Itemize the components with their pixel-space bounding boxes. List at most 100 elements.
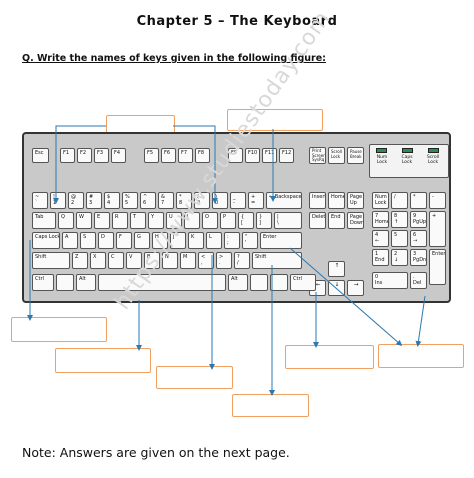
key-page-down: Page Down bbox=[347, 212, 364, 229]
scroll-lock-led bbox=[428, 148, 439, 153]
key-numpad-6: 9 PgUp bbox=[410, 211, 427, 228]
question-text: Q. Write the names of keys given in the … bbox=[22, 53, 326, 64]
key-row3-1: A bbox=[62, 232, 78, 249]
key-f9: F9 bbox=[228, 148, 243, 163]
key-print-screen: Print Screen SysRq bbox=[309, 147, 326, 164]
key-row1-6: ^ 6 bbox=[140, 192, 156, 209]
key-numpad-15: 0 Ins bbox=[372, 272, 408, 289]
key-row2-9: O bbox=[202, 212, 218, 229]
key-numpad-13: 3 PgDn bbox=[410, 249, 427, 266]
key-numpad-9: 5 bbox=[391, 230, 408, 247]
key-end: End bbox=[328, 212, 345, 229]
key-row3-12: Enter bbox=[260, 232, 302, 249]
key-right-arrow: → bbox=[347, 280, 364, 296]
key-row4-6: N bbox=[162, 252, 178, 269]
key-row1-12: + = bbox=[248, 192, 264, 209]
key-row1-7: & 7 bbox=[158, 192, 174, 209]
num-lock-indicator: Num Lock bbox=[376, 155, 388, 165]
key-row5-0: Ctrl bbox=[32, 274, 54, 291]
key-f4: F4 bbox=[111, 148, 126, 163]
answer-box-4[interactable] bbox=[55, 348, 151, 373]
key-f12: F12 bbox=[279, 148, 294, 163]
note-text: Note: Answers are given on the next page… bbox=[22, 445, 290, 460]
key-row4-3: C bbox=[108, 252, 124, 269]
key-row2-4: R bbox=[112, 212, 128, 229]
key-row5-6 bbox=[270, 274, 288, 291]
key-numpad-0: Num Lock bbox=[372, 192, 389, 209]
key-row3-4: F bbox=[116, 232, 132, 249]
key-row2-8: I bbox=[184, 212, 200, 229]
key-row3-5: G bbox=[134, 232, 150, 249]
key-row3-0: Caps Lock bbox=[32, 232, 60, 249]
scroll-lock-indicator: Scroll Lock bbox=[426, 155, 440, 165]
key-row5-2: Alt bbox=[76, 274, 96, 291]
key-numpad-16: . Del bbox=[410, 272, 427, 289]
key-row2-13: | \ bbox=[274, 212, 302, 229]
key-row3-9: L bbox=[206, 232, 222, 249]
answer-box-7[interactable] bbox=[285, 345, 374, 369]
key-row4-0: Shift bbox=[32, 252, 70, 269]
caps-lock-led bbox=[402, 148, 413, 153]
answer-box-5[interactable] bbox=[156, 366, 233, 389]
indicator-panel: Num Lock Caps Lock Scroll Lock bbox=[369, 144, 449, 178]
key-row5-7: Ctrl bbox=[290, 274, 316, 291]
key-row5-4: Alt bbox=[228, 274, 248, 291]
answer-box-2[interactable] bbox=[227, 109, 323, 131]
key-pause: Pause Break bbox=[347, 147, 364, 164]
key-numpad-7: + bbox=[429, 211, 446, 247]
key-row1-4: $ 4 bbox=[104, 192, 120, 209]
key-f1: F1 bbox=[60, 148, 75, 163]
num-lock-led bbox=[376, 148, 387, 153]
key-row2-5: T bbox=[130, 212, 146, 229]
key-row4-11: Shift bbox=[252, 252, 302, 269]
key-row2-10: P bbox=[220, 212, 236, 229]
key-row4-7: M bbox=[180, 252, 196, 269]
key-row3-3: D bbox=[98, 232, 114, 249]
key-row4-1: Z bbox=[72, 252, 88, 269]
key-row5-5 bbox=[250, 274, 268, 291]
key-numpad-5: 8 ↑ bbox=[391, 211, 408, 228]
key-row3-7: J bbox=[170, 232, 186, 249]
key-row4-10: ? / bbox=[234, 252, 250, 269]
key-row4-4: V bbox=[126, 252, 142, 269]
key-page-up: Page Up bbox=[347, 192, 364, 209]
page-title: Chapter 5 – The Keyboard bbox=[136, 14, 338, 29]
key-numpad-1: / bbox=[391, 192, 408, 209]
key-numpad-2: * bbox=[410, 192, 427, 209]
key-f5: F5 bbox=[144, 148, 159, 163]
key-row3-2: S bbox=[80, 232, 96, 249]
key-row3-8: K bbox=[188, 232, 204, 249]
key-row2-12: } ] bbox=[256, 212, 272, 229]
key-home: Home bbox=[328, 192, 345, 209]
key-numpad-11: 1 End bbox=[372, 249, 389, 266]
key-row4-5: B bbox=[144, 252, 160, 269]
key-row2-7: U bbox=[166, 212, 182, 229]
key-row3-10: : ; bbox=[224, 232, 240, 249]
key-row5-1 bbox=[56, 274, 74, 291]
key-row1-5: % 5 bbox=[122, 192, 138, 209]
key-spacebar bbox=[98, 274, 226, 291]
key-row3-11: " ' bbox=[242, 232, 258, 249]
key-numpad-4: 7 Home bbox=[372, 211, 389, 228]
key-row4-8: < , bbox=[198, 252, 214, 269]
key-row2-3: E bbox=[94, 212, 110, 229]
key-f10: F10 bbox=[245, 148, 260, 163]
key-row1-11: _ - bbox=[230, 192, 246, 209]
key-row1-0: ~ ` bbox=[32, 192, 48, 209]
answer-box-8[interactable] bbox=[378, 344, 464, 368]
key-row2-11: { [ bbox=[238, 212, 254, 229]
key-f11: F11 bbox=[262, 148, 277, 163]
key-numpad-10: 6 → bbox=[410, 230, 427, 247]
key-f7: F7 bbox=[178, 148, 193, 163]
answer-box-6[interactable] bbox=[232, 394, 309, 417]
key-row1-10: ) 0 bbox=[212, 192, 228, 209]
key-up-arrow: ↑ bbox=[328, 261, 345, 277]
key-numpad-14: Enter bbox=[429, 249, 446, 285]
keyboard-image: Esc F1 F2 F3 F4 F5 F6 F7 F8 F9 F10 F11 F… bbox=[22, 132, 451, 303]
key-numpad-12: 2 ↓ bbox=[391, 249, 408, 266]
caps-lock-indicator: Caps Lock bbox=[401, 155, 413, 165]
key-row1-2: @ 2 bbox=[68, 192, 84, 209]
key-f3: F3 bbox=[94, 148, 109, 163]
key-delete: Delete bbox=[309, 212, 326, 229]
answer-box-3[interactable] bbox=[11, 317, 107, 342]
